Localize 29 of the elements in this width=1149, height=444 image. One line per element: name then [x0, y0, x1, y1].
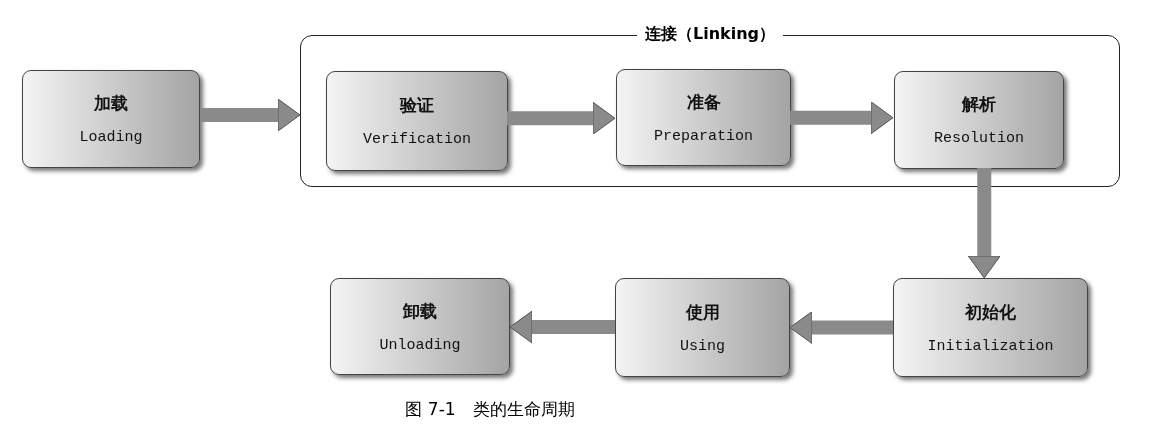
process-box — [330, 278, 510, 375]
arrow — [967, 168, 1001, 279]
stage-name-english: Verification — [363, 131, 471, 148]
arrow — [789, 311, 893, 344]
process-box — [326, 71, 508, 171]
process-box — [616, 69, 791, 166]
process-box — [893, 278, 1088, 377]
arrow — [790, 101, 894, 135]
stage-name-english: Using — [680, 337, 725, 355]
stage-name: 初始化 — [965, 300, 1016, 324]
stage-name: 使用 — [685, 300, 720, 324]
process-box — [615, 278, 790, 377]
stage-name-english: Loading — [79, 129, 143, 146]
stage-name: 验证 — [400, 94, 434, 117]
stage-name: 准备 — [686, 90, 721, 114]
stage-name-english: Preparation — [654, 127, 753, 145]
stage-name: 加载 — [94, 92, 128, 115]
arrow — [509, 310, 615, 344]
stage-name: 解析 — [962, 93, 996, 116]
group-title: 连接（Linking） — [637, 24, 783, 45]
arrow — [200, 98, 301, 132]
figure-caption: 图 7-1 类的生命周期 — [404, 398, 576, 421]
process-box — [22, 70, 200, 168]
stage-name-english: Initialization — [927, 337, 1054, 355]
stage-name-english: Resolution — [934, 130, 1024, 147]
stage-name-english: Unloading — [379, 336, 461, 354]
stage-name: 卸载 — [403, 299, 437, 323]
process-box — [894, 71, 1064, 169]
arrow — [507, 101, 616, 135]
